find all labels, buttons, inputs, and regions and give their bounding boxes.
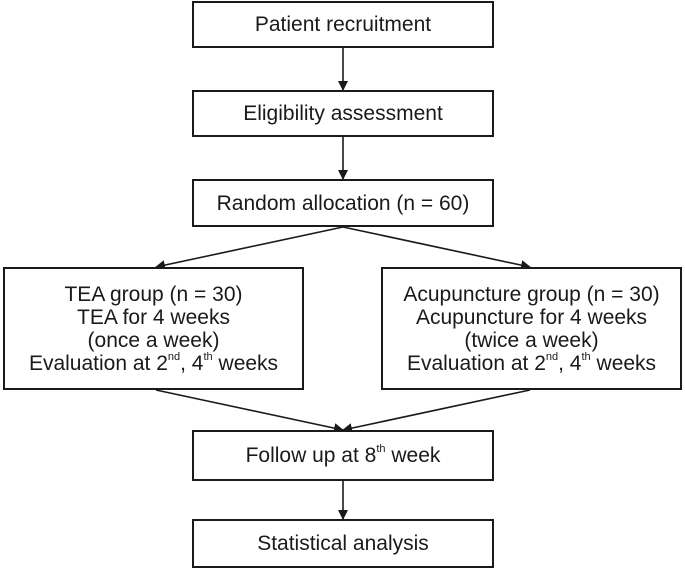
acupuncture-group-title: Acupuncture group (n = 30) (403, 282, 660, 306)
tea-group-treatment: TEA for 4 weeks (77, 305, 230, 329)
eligibility-label: Eligibility assessment (243, 102, 443, 125)
acupuncture-group-evaluation: Evaluation at 2nd, 4th weeks (406, 350, 657, 375)
arrow-acupuncture-to-followup (342, 389, 531, 434)
followup-box: Follow up at 8th week (192, 430, 494, 481)
allocation-box: Random allocation (n = 60) (192, 179, 494, 227)
recruitment-label: Patient recruitment (254, 13, 432, 36)
arrow-allocation-to-acupuncture (342, 226, 531, 271)
acupuncture-group-frequency: (twice a week) (464, 328, 599, 352)
tea-group-evaluation: Evaluation at 2nd, 4th weeks (28, 350, 279, 375)
tea-group-box: TEA group (n = 30) TEA for 4 weeks (once… (3, 267, 304, 390)
tea-group-frequency: (once a week) (87, 328, 220, 352)
recruitment-box: Patient recruitment (192, 1, 494, 48)
arrow-tea-to-followup (155, 389, 344, 434)
eligibility-box: Eligibility assessment (192, 90, 494, 137)
allocation-label: Random allocation (n = 60) (216, 191, 470, 215)
arrow-allocation-to-tea (155, 226, 344, 271)
analysis-box: Statistical analysis (192, 519, 494, 568)
acupuncture-group-box: Acupuncture group (n = 30) Acupuncture f… (381, 267, 682, 390)
acupuncture-group-treatment: Acupuncture for 4 weeks (415, 305, 648, 329)
analysis-label: Statistical analysis (257, 532, 429, 555)
tea-group-title: TEA group (n = 30) (64, 282, 243, 306)
followup-label: Follow up at 8th week (245, 443, 441, 468)
